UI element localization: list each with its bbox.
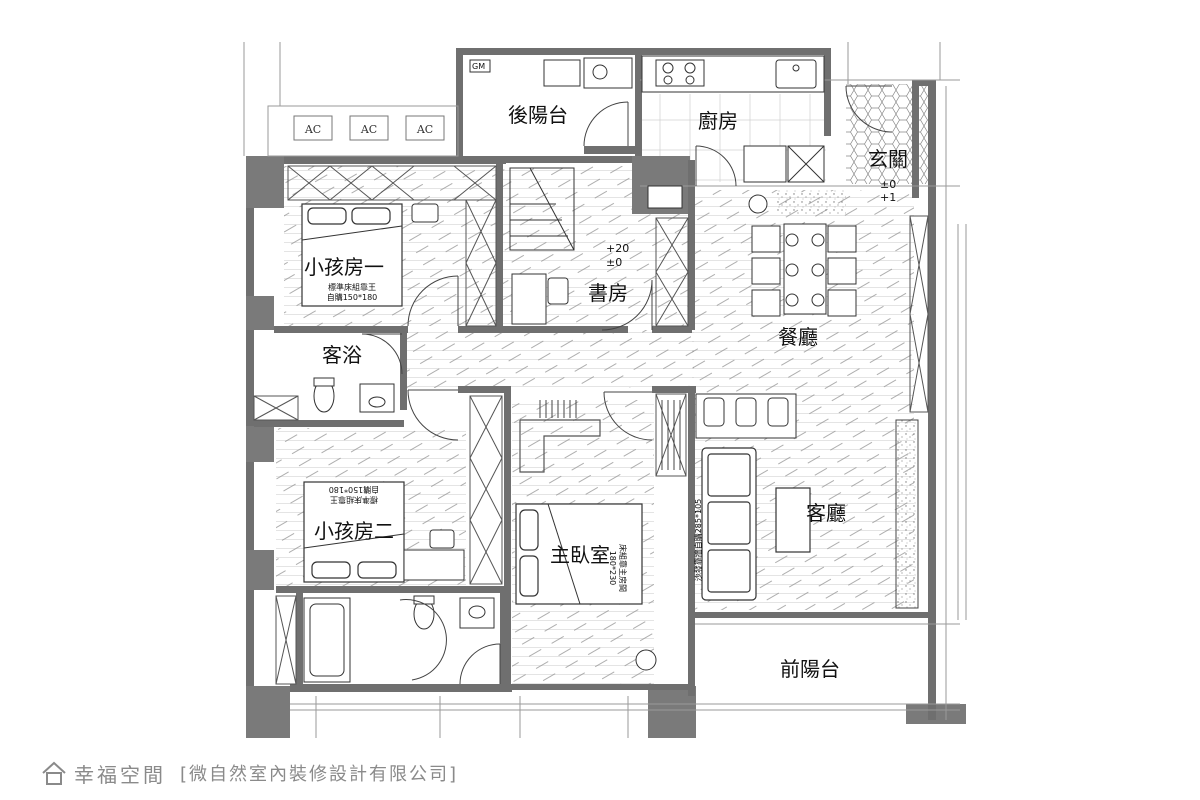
ac-unit [349,115,389,141]
ac-unit [405,115,445,141]
note-kids1-line1: 標準床組靠王 [328,282,376,292]
ac-units: AC AC AC [293,115,445,141]
bed-master [515,503,643,605]
sofa [701,447,757,601]
level-study-1: +20 [606,242,629,255]
desk-chairs [403,203,569,581]
laundry-fixtures [469,57,633,89]
note-kids1-line2: 自購150*180 [327,292,378,302]
wardrobes [253,165,929,685]
note-master-line2: 180*230 [608,551,617,586]
bed-notes: 標準床組靠王 自購150*180 標準床組靠王 自購150*180 床組靠主房間… [327,282,703,592]
walls [246,48,966,738]
note-kids2-line2: 自購150*180 [329,485,380,495]
ac-unit [293,115,333,141]
closet-hangers [539,400,681,470]
room-labels: 後陽台 廚房 玄關 小孩房一 書房 餐廳 客浴 小孩房二 主臥室 客廳 前陽台 [304,103,908,681]
master-closet [519,419,601,473]
label-dining: 餐廳 [778,325,818,349]
level-entrance-2: +1 [880,191,896,204]
label-guest-bath: 客浴 [322,343,362,367]
ac-label: AC [360,123,377,136]
label-kids-room-2: 小孩房二 [314,519,394,543]
note-master-line1: 床組靠主房間 [618,544,628,592]
door-swings [361,85,893,685]
ac-label: AC [416,123,433,136]
kitchen-fixtures [641,55,825,209]
bed-kids-room-1 [301,203,403,307]
label-living-room: 客廳 [806,501,846,525]
label-entrance: 玄關 [868,147,908,171]
note-kids2-line1: 標準床組靠王 [330,495,378,505]
tv-cabinet [895,419,919,609]
watermark-brand: 幸福空間 [74,762,166,787]
house-logo-icon [42,761,66,785]
label-front-balcony: 前陽台 [780,657,840,681]
watermark: 幸福空間 [微自然室內裝修設計有限公司] [40,756,458,790]
level-study-2: ±0 [606,256,622,269]
note-sofa: 沙發靠牆自購285*105 [693,499,703,582]
level-marks: ±0 +1 +20 ±0 [606,178,896,269]
level-entrance-1: ±0 [880,178,896,191]
label-kids-room-1: 小孩房一 [304,255,384,279]
watermark-credit: [微自然室內裝修設計有限公司] [180,764,459,785]
label-study: 書房 [588,281,628,305]
study-stair [509,167,575,251]
label-back-balcony: 後陽台 [508,103,568,127]
coffee-table [775,487,811,553]
bed-kids-room-2 [303,481,405,583]
dining-set [751,223,857,317]
label-master-bedroom: 主臥室 [550,543,610,567]
gm-label: GM [472,62,485,71]
bar-stools [695,393,797,439]
label-kitchen: 廚房 [698,109,738,133]
bath-fixtures [303,194,768,683]
ac-label: AC [304,123,321,136]
